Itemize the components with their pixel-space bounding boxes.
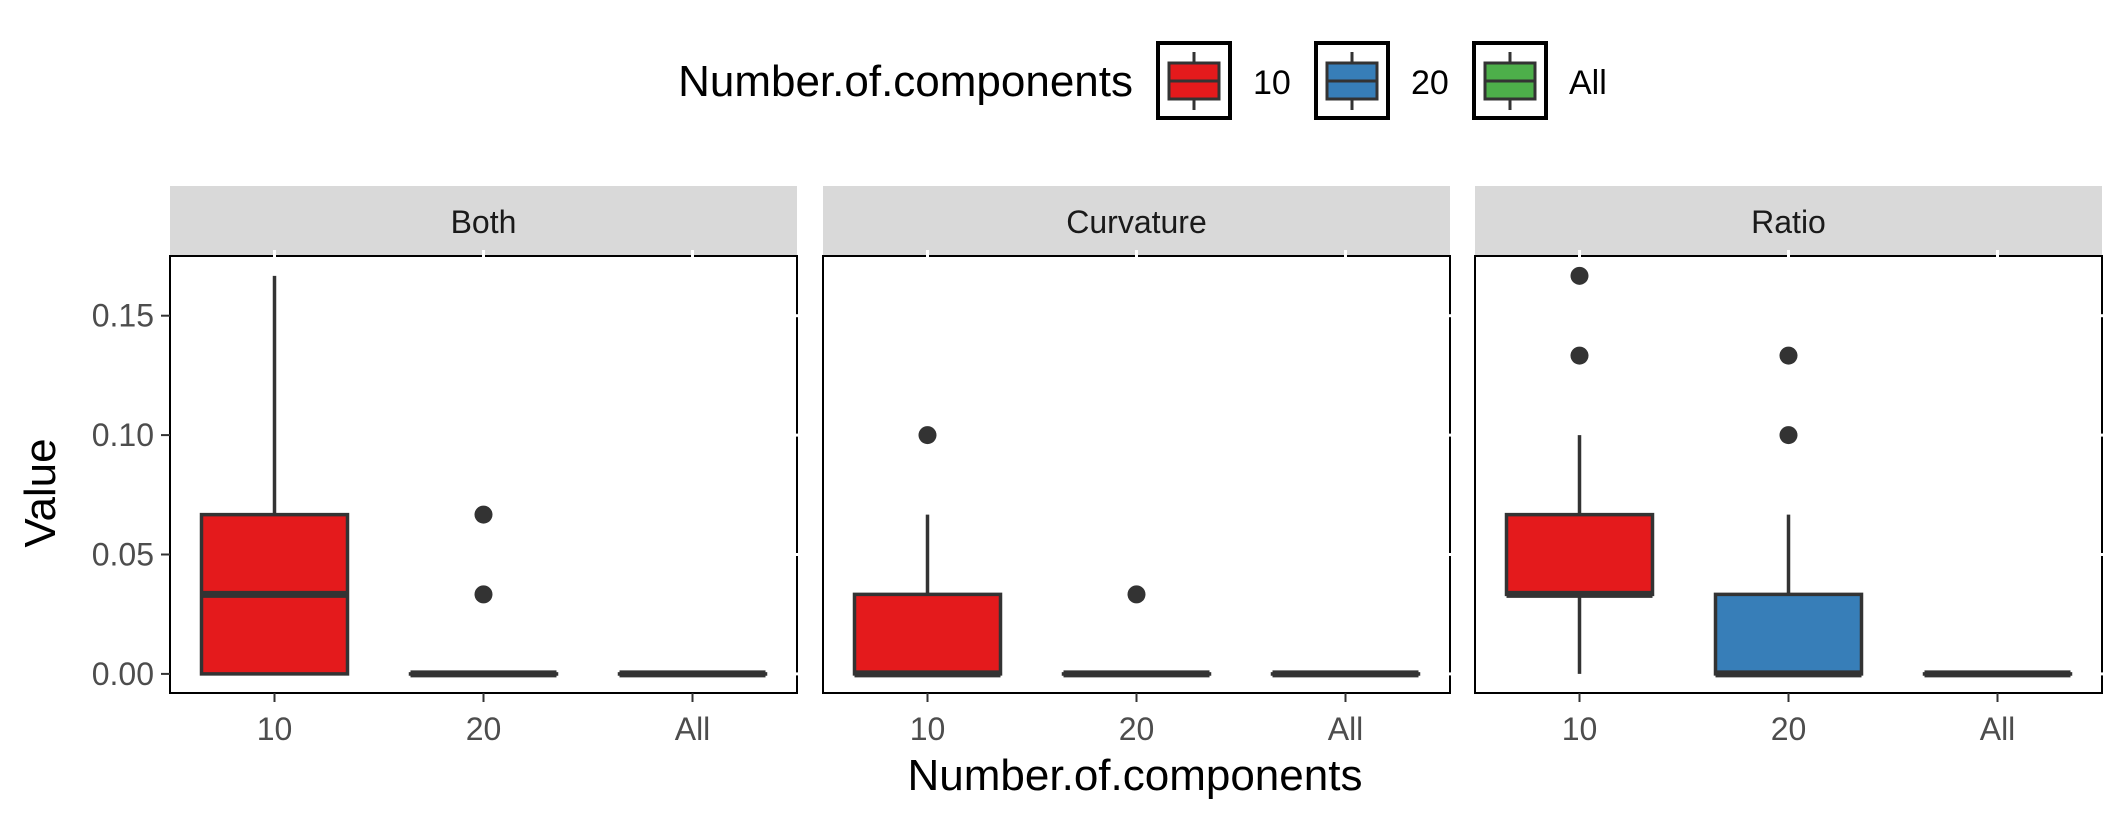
x-tick-label: All (1980, 711, 2016, 747)
outlier-point (1570, 266, 1589, 285)
legend-label: 20 (1411, 64, 1449, 102)
outlier-point (918, 426, 937, 445)
facet-strip-label: Ratio (1751, 204, 1826, 240)
outlier-point (1779, 426, 1798, 445)
legend-key-20: 20 (1314, 41, 1449, 120)
box-10 (1504, 266, 1655, 674)
outlier-point (1779, 346, 1798, 365)
facet-ratio: Ratio 10 20 All (1474, 186, 2108, 747)
x-tick-label: 10 (257, 711, 293, 747)
y-axis-title: Value (16, 438, 65, 547)
facet-strip (170, 186, 797, 256)
box-20 (408, 505, 559, 678)
box-body (852, 592, 1003, 676)
facet-strip (1475, 186, 2102, 256)
x-tick-label: 20 (1771, 711, 1807, 747)
y-tick-label: 0.10 (92, 417, 154, 453)
facets: Both 10 20 All Curvature 10 20 All Ratio 10 20 All (169, 186, 2108, 747)
facet-both: Both 10 20 All (169, 186, 803, 747)
legend-label: 10 (1253, 64, 1291, 102)
y-tick-label: 0.15 (92, 298, 154, 334)
x-tick-label: All (1328, 711, 1364, 747)
x-tick-label: 20 (1119, 711, 1155, 747)
x-tick-label: 10 (910, 711, 946, 747)
x-tick-label: 20 (466, 711, 502, 747)
legend-label: All (1569, 64, 1607, 102)
box-body (1713, 592, 1864, 676)
y-axis: 0.00 0.05 0.10 0.15 (92, 298, 170, 692)
facet-strip-label: Both (451, 204, 517, 240)
legend: Number.of.components 10 20 All (678, 41, 1607, 120)
box-body (1504, 512, 1655, 597)
legend-title: Number.of.components (678, 57, 1133, 106)
x-tick-label: All (675, 711, 711, 747)
facet-strip (823, 186, 1450, 256)
legend-key-all: All (1472, 41, 1607, 120)
box-20 (1713, 346, 1864, 678)
facet-strip-label: Curvature (1066, 204, 1207, 240)
box-10 (199, 275, 350, 676)
outlier-point (474, 505, 493, 524)
outlier-point (1570, 346, 1589, 365)
y-tick-label: 0.05 (92, 536, 154, 572)
outlier-point (1127, 585, 1146, 604)
x-axis-title: Number.of.components (908, 751, 1363, 800)
outlier-point (474, 585, 493, 604)
y-tick-label: 0.00 (92, 656, 154, 692)
x-tick-label: 10 (1562, 711, 1598, 747)
box-20 (1061, 585, 1212, 678)
box-10 (852, 426, 1003, 678)
legend-key-10: 10 (1156, 41, 1291, 120)
facet-curvature: Curvature 10 20 All (822, 186, 1456, 747)
